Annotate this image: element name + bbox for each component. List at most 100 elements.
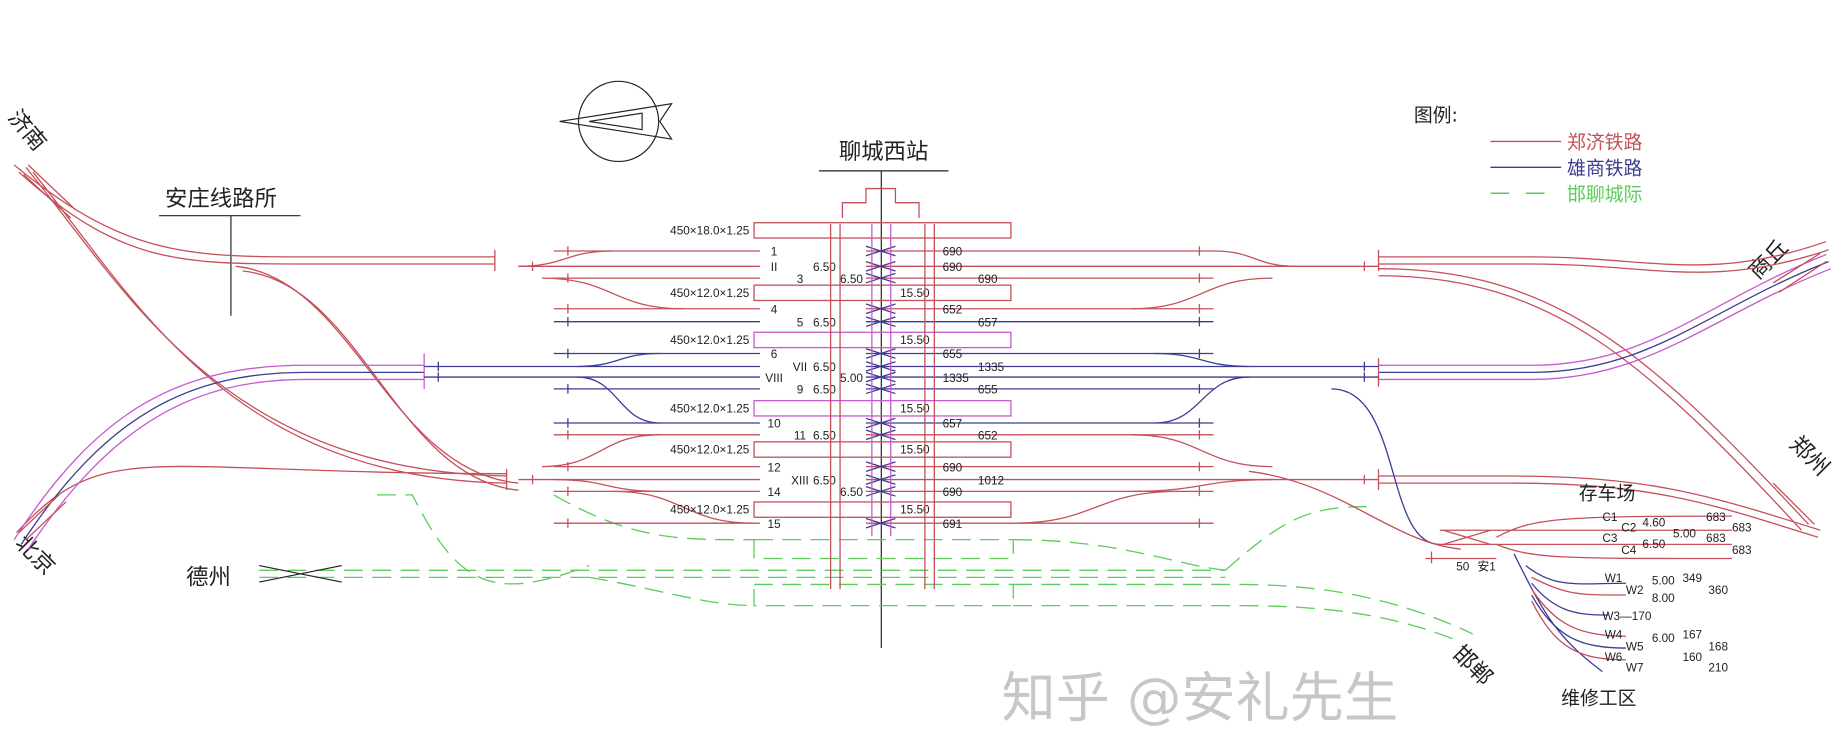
legend-title: 图例: (1414, 104, 1458, 126)
depot-track-W3: W3—170 (1602, 610, 1652, 623)
platform-spacing: 15.50 (900, 402, 930, 415)
depot-track-W6: W6 160 (1605, 651, 1703, 664)
crossover (577, 376, 660, 424)
direction-dezhou: 德州 (186, 564, 231, 590)
station-building (841, 187, 920, 219)
track-length: 657 (943, 418, 963, 431)
track-length: 655 (978, 384, 998, 397)
track-length: 690 (943, 461, 963, 474)
platform-spec: 450×18.0×1.25 (670, 225, 750, 238)
track-number: 1 (771, 246, 778, 259)
track-number: II (771, 261, 778, 274)
track-length: 652 (943, 303, 963, 316)
svg-text:W5: W5 (1626, 640, 1644, 653)
track-length: 655 (943, 348, 963, 361)
yard-track-C1: C1 683 (1602, 511, 1726, 524)
yard-spacing: 5.00 (1673, 527, 1696, 540)
station-track-14: 14 690 6.50 (553, 486, 1214, 499)
track-length: 652 (978, 430, 998, 443)
depot-track-W7: W7 210 (1626, 662, 1729, 675)
svg-text:683: 683 (1706, 532, 1726, 545)
track-spacing: 6.50 (840, 486, 863, 499)
track-number: 4 (771, 303, 778, 316)
track-spacing: 6.50 (813, 474, 836, 487)
crossover (1013, 490, 1179, 524)
track-length: 690 (943, 486, 963, 499)
direction-handan: 邯郸 (1447, 641, 1497, 691)
track-length: 690 (978, 273, 998, 286)
crossover (1154, 376, 1249, 424)
platform-spec: 450×12.0×1.25 (670, 444, 750, 457)
direction-jinan: 济南 (2, 105, 51, 156)
track-number: 15 (768, 518, 782, 531)
station-track-4: 4 652 (553, 303, 1214, 316)
crossover (1131, 478, 1273, 493)
svg-text:167: 167 (1682, 629, 1702, 642)
svg-text:349: 349 (1682, 572, 1702, 585)
svg-text:210: 210 (1708, 662, 1728, 675)
station-overpass-lines (871, 223, 892, 537)
svg-text:683: 683 (1706, 511, 1726, 524)
svg-text:W3—170: W3—170 (1602, 610, 1652, 623)
track-length: 690 (943, 261, 963, 274)
svg-text:W1: W1 (1605, 572, 1623, 585)
track-length: 1012 (978, 474, 1004, 487)
track-length: 690 (943, 246, 963, 259)
platform-spacing: 15.50 (900, 504, 930, 517)
track-spacing: 6.50 (813, 261, 836, 274)
yard-spacing: 6.50 (1642, 538, 1665, 551)
svg-text:C4: C4 (1621, 544, 1636, 557)
svg-text:160: 160 (1682, 651, 1702, 664)
track-number: 3 (797, 273, 804, 286)
station-name: 聊城西站 (839, 139, 929, 165)
track-length: 657 (978, 316, 998, 329)
track-number: 5 (797, 316, 804, 329)
depot-spacing: 8.00 (1652, 592, 1675, 605)
watermark: 知乎 @安礼先生 (1001, 666, 1398, 729)
svg-text:C2: C2 (1621, 521, 1636, 534)
crossover (612, 490, 755, 524)
crossover (541, 434, 660, 468)
north-arrow-icon (559, 80, 673, 163)
platform-spacing: 15.50 (900, 444, 930, 457)
svg-text:W4: W4 (1605, 629, 1623, 642)
svg-text:C1: C1 (1602, 511, 1617, 524)
svg-text:168: 168 (1708, 640, 1728, 653)
svg-text:360: 360 (1708, 584, 1728, 597)
platform-spacing: 15.50 (900, 334, 930, 347)
platform: 450×18.0×1.25 (670, 222, 1012, 239)
direction-shangqiu: 商丘 (1744, 235, 1794, 285)
crossover (518, 250, 613, 267)
track-number: 9 (797, 384, 804, 397)
yard-title: 存车场 (1579, 483, 1636, 505)
direction-zhengzhou: 郑州 (1784, 431, 1834, 481)
legend-item: 雄商铁路 (1490, 157, 1643, 179)
crossover (1131, 277, 1273, 310)
platform: 450×12.0×1.25 15.50 (670, 399, 1012, 417)
track-number: VIII (765, 372, 783, 385)
junction-name: 安庄线路所 (165, 186, 277, 212)
depot-track-W4: W4 167 (1605, 629, 1702, 642)
svg-text:W6: W6 (1605, 651, 1623, 664)
track-number: 14 (768, 486, 782, 499)
depot-spacing: 6.00 (1652, 632, 1675, 645)
platform-spec: 450×12.0×1.25 (670, 402, 750, 415)
svg-text:W7: W7 (1626, 662, 1644, 675)
direction-beijing: 北京 (10, 530, 60, 580)
svg-text:邯聊城际: 邯聊城际 (1567, 183, 1642, 205)
